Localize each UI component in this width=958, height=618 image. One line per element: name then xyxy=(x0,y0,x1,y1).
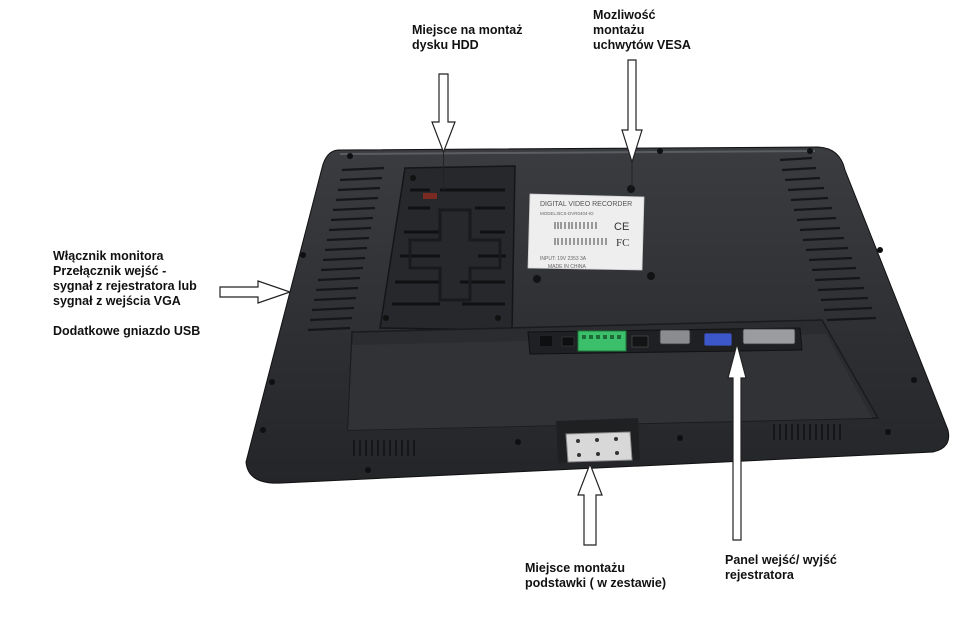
label-vesa-line-2: montażu xyxy=(593,23,645,37)
label-hdd-line-1: Miejsce na montaż xyxy=(412,23,523,37)
sticker-title: DIGITAL VIDEO RECORDER xyxy=(540,201,632,208)
right-vents xyxy=(779,156,877,322)
product-sticker xyxy=(527,193,645,271)
parallel-port xyxy=(742,328,796,345)
terminal-block xyxy=(577,330,627,352)
perimeter-screws xyxy=(260,148,917,473)
label-left-line-1: Włącznik monitora xyxy=(53,249,164,263)
arrow-left-switch xyxy=(219,280,292,304)
label-usb: Dodatkowe gniazdo USB xyxy=(53,324,201,338)
label-left-line-2: Przełącznik wejść - xyxy=(53,264,167,278)
stand-mount-plate xyxy=(565,431,633,463)
label-hdd-mount: Miejsce na montaż dysku HDD xyxy=(412,23,522,53)
vesa-screws xyxy=(533,185,655,283)
label-stand-mount: Miejsce montażu podstawki ( w zestawie) xyxy=(525,561,666,591)
sticker-made-in: MADE IN CHINA xyxy=(548,264,586,270)
label-left-spacer xyxy=(53,309,200,324)
label-stand-line-1: Miejsce montażu xyxy=(525,561,626,575)
arrow-hdd xyxy=(431,73,456,154)
label-panel-line-1: Panel wejść/ wyjść xyxy=(725,553,837,567)
sticker-model: MODEL:BCS-DVR0404-ID xyxy=(540,211,594,216)
label-vesa-mount: Mozliwość montażu uchwytów VESA xyxy=(593,8,691,53)
switch-port xyxy=(561,336,575,347)
label-io-panel: Panel wejść/ wyjść rejestratora xyxy=(725,553,837,583)
hdd-connector xyxy=(423,193,437,199)
sticker-barcodes xyxy=(554,222,607,245)
power-jack xyxy=(540,336,552,346)
serial-port xyxy=(659,329,691,345)
terminal-screws xyxy=(582,335,621,339)
label-vesa-line-3: uchwytów VESA xyxy=(593,38,691,52)
hdd-plate-cross xyxy=(408,208,502,302)
hdd-plate-slots xyxy=(392,188,506,306)
rj45-port xyxy=(631,335,649,348)
label-left-line-3: sygnał z rejestratora lub xyxy=(53,279,197,293)
arrow-vesa xyxy=(621,59,643,165)
sticker-ce-mark: CE xyxy=(614,221,629,233)
top-rim xyxy=(339,150,816,155)
arrow-panel xyxy=(727,341,747,541)
bottom-right-vents xyxy=(773,424,841,440)
label-vesa-line-1: Mozliwość xyxy=(593,8,656,22)
sticker-fc-mark: FC xyxy=(616,237,629,249)
sticker-input: INPUT: 19V 2353 3A xyxy=(540,256,587,262)
stand-mount-holes xyxy=(576,437,619,457)
label-panel-line-2: rejestratora xyxy=(725,568,794,582)
label-stand-line-2: podstawki ( w zestawie) xyxy=(525,576,667,590)
label-left-line-4: sygnał z wejścia VGA xyxy=(53,294,181,308)
left-vents xyxy=(307,166,385,332)
label-monitor-switch: Włącznik monitora Przełącznik wejść - sy… xyxy=(53,249,200,339)
label-hdd-line-2: dysku HDD xyxy=(412,38,479,52)
vga-port xyxy=(703,332,733,347)
arrow-stand xyxy=(577,462,603,546)
bottom-left-vents xyxy=(353,440,415,456)
hdd-screws xyxy=(383,175,501,321)
